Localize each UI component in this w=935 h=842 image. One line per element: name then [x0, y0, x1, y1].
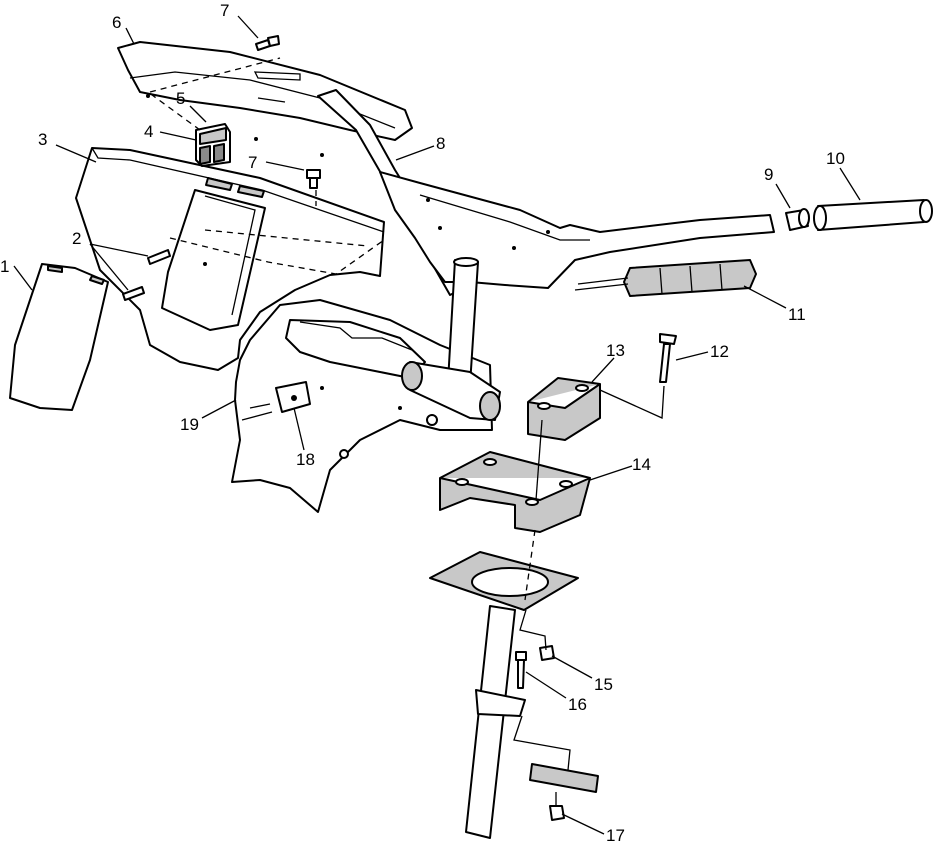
callout-14: 14 [632, 455, 651, 474]
screw-pair [122, 249, 171, 301]
bar-end-ring [785, 208, 810, 231]
callout-6: 6 [112, 13, 121, 32]
handlebar [317, 89, 775, 421]
assembly-lines [147, 57, 665, 806]
callout-13: 13 [606, 341, 625, 360]
callout-leaders [13, 15, 861, 835]
lower-chassis [231, 299, 493, 513]
steering-post [429, 551, 579, 839]
callout-8: 8 [436, 134, 445, 153]
screw-7 [255, 35, 321, 189]
callout-15: 15 [594, 675, 613, 694]
callout-10: 10 [826, 149, 845, 168]
throttle-grip [574, 259, 757, 297]
upper-clamp [527, 377, 601, 441]
front-panel [9, 263, 109, 411]
callout-7a: 7 [220, 1, 229, 20]
fasteners [515, 645, 599, 821]
front-hood [75, 147, 385, 371]
callout-11: 11 [788, 305, 806, 324]
callout-7b: 7 [248, 153, 257, 172]
callout-18: 18 [296, 450, 315, 469]
switch-assembly [195, 123, 231, 167]
callout-17: 17 [606, 826, 625, 842]
callout-1: 1 [0, 257, 9, 276]
callout-3: 3 [38, 130, 47, 149]
small-bracket [249, 381, 311, 413]
callout-19: 19 [180, 415, 199, 434]
callout-9: 9 [764, 165, 773, 184]
callout-5: 5 [176, 89, 185, 108]
callout-16: 16 [568, 695, 587, 714]
callout-12: 12 [710, 342, 729, 361]
callout-2: 2 [72, 229, 81, 248]
hand-grip [813, 199, 933, 231]
lower-clamp [439, 451, 591, 533]
callout-4: 4 [144, 122, 153, 141]
callout-labels: 1 2 3 4 5 6 7 7 8 9 10 11 12 13 14 15 16… [0, 1, 845, 842]
clamp-bolt [659, 333, 677, 383]
